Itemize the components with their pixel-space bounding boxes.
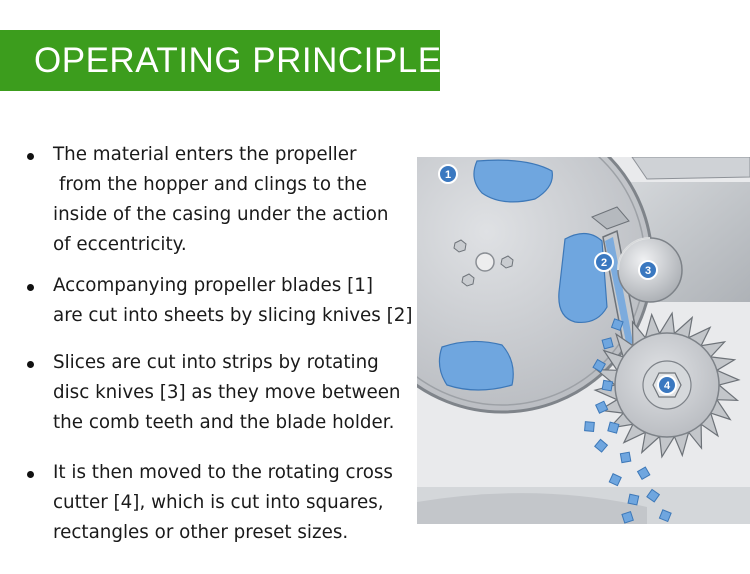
text-line: The material enters the propeller bbox=[53, 144, 357, 165]
callout-marker-2: 2 bbox=[594, 252, 614, 272]
diced-cubes bbox=[584, 318, 672, 524]
hub-icon bbox=[475, 252, 495, 272]
callout-label-2: 2 bbox=[601, 257, 607, 269]
text-line: disc knives [3] as they move between bbox=[53, 382, 401, 403]
text-line: It is then moved to the rotating cross bbox=[53, 462, 393, 483]
page-title: OPERATING PRINCIPLE bbox=[34, 40, 442, 80]
text-line: cutter [4], which is cut into squares, bbox=[53, 492, 384, 513]
material-piece bbox=[473, 159, 553, 203]
material-piece bbox=[438, 340, 514, 391]
material-piece bbox=[558, 232, 608, 324]
callout-marker-1: 1 bbox=[438, 164, 458, 184]
text-line: are cut into sheets by slicing knives [2… bbox=[53, 305, 413, 326]
text-line: the comb teeth and the blade holder. bbox=[53, 412, 395, 433]
cutting-machine-diagram: 1 2 3 4 bbox=[417, 157, 750, 524]
list-item: Slices are cut into strips by rotating d… bbox=[22, 348, 414, 438]
text-line: Accompanying propeller blades [1] bbox=[53, 275, 374, 296]
bullet-dot-icon bbox=[27, 361, 34, 368]
bullet-dot-icon bbox=[27, 471, 34, 478]
bullet-dot-icon bbox=[27, 153, 34, 160]
text-line: of eccentricity. bbox=[53, 234, 187, 255]
callout-marker-4: 4 bbox=[657, 375, 677, 395]
callout-label-1: 1 bbox=[445, 169, 451, 181]
list-item: It is then moved to the rotating cross c… bbox=[22, 458, 414, 548]
list-item: Accompanying propeller blades [1] are cu… bbox=[22, 271, 414, 331]
header-banner: OPERATING PRINCIPLE bbox=[0, 30, 442, 91]
principle-list: The material enters the propeller from t… bbox=[22, 140, 414, 548]
text-line: from the hopper and clings to the bbox=[59, 174, 367, 195]
callout-marker-3: 3 bbox=[638, 260, 658, 280]
bullet-dot-icon bbox=[27, 284, 34, 291]
callout-label-4: 4 bbox=[664, 380, 671, 392]
text-line: Slices are cut into strips by rotating bbox=[53, 352, 379, 373]
text-line: inside of the casing under the action bbox=[53, 204, 389, 225]
text-line: rectangles or other preset sizes. bbox=[53, 522, 349, 543]
list-item: The material enters the propeller from t… bbox=[22, 140, 414, 260]
callout-label-3: 3 bbox=[645, 265, 651, 277]
